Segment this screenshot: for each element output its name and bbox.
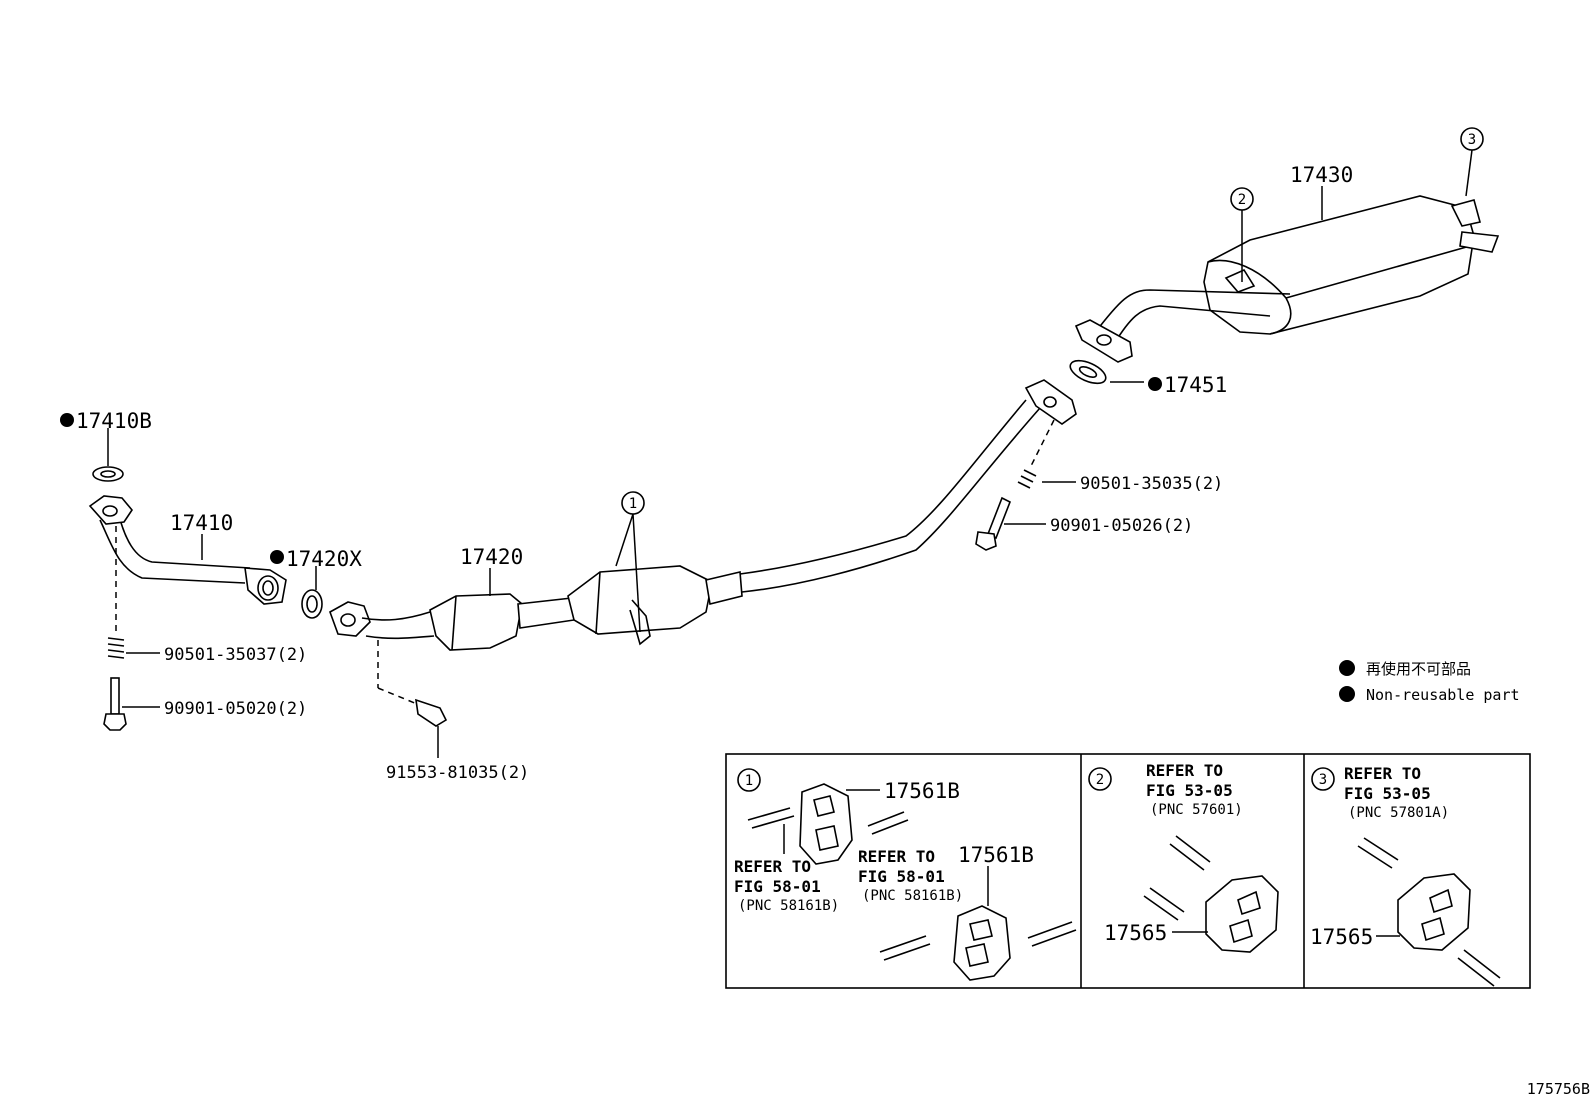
detail-2-ref-line2: FIG 53-05 — [1146, 781, 1233, 800]
bolt-90901-05020[interactable] — [103, 677, 127, 731]
detail-1-ref-a-line2: FIG 58-01 — [734, 877, 821, 896]
hanger-rubber-17561B-upper[interactable] — [799, 783, 853, 865]
detail-1-ref-a-line1: REFER TO — [734, 857, 811, 876]
label-17451[interactable]: 17451 — [1164, 373, 1227, 397]
callout-1[interactable]: 1 — [621, 491, 645, 515]
hanger-rod — [1027, 921, 1077, 947]
gasket-17410B[interactable] — [92, 466, 124, 482]
nonreusable-dot-17451 — [1148, 377, 1162, 391]
label-17420[interactable]: 17420 — [460, 545, 523, 569]
label-90501-35035[interactable]: 90501-35035(2) — [1080, 474, 1223, 494]
svg-text:3: 3 — [1468, 132, 1476, 148]
detail-1-label-a[interactable]: 17561B — [884, 779, 960, 803]
detail-2-ref-line1: REFER TO — [1146, 761, 1223, 780]
detail-3-ref-pnc: (PNC 57801A) — [1348, 805, 1449, 821]
figure-id: 175756B — [1527, 1080, 1590, 1098]
legend: 再使用不可部品 Non-reusable part — [1339, 660, 1520, 704]
label-17410[interactable]: 17410 — [170, 511, 233, 535]
detail-1-ref-b-line2: FIG 58-01 — [858, 867, 945, 886]
detail-2-label[interactable]: 17565 — [1104, 921, 1167, 945]
label-91553-81035[interactable]: 91553-81035(2) — [386, 763, 529, 783]
label-90901-05020[interactable]: 90901-05020(2) — [164, 699, 307, 719]
detail-panels — [725, 753, 1531, 989]
bolt-90901-05026[interactable] — [975, 496, 1012, 551]
legend-dot-2 — [1339, 686, 1355, 702]
label-17420X[interactable]: 17420X — [286, 547, 362, 571]
spring-90501-35035[interactable] — [1017, 469, 1037, 489]
label-17430[interactable]: 17430 — [1290, 163, 1353, 187]
hanger-rubber-17565-detail-2[interactable] — [1205, 875, 1279, 953]
hanger-rod — [1143, 887, 1185, 921]
spring-90501-35037[interactable] — [107, 637, 125, 659]
detail-3-number: 3 — [1311, 767, 1335, 791]
label-90901-05026[interactable]: 90901-05026(2) — [1050, 516, 1193, 536]
hanger-rod — [879, 935, 931, 961]
hanger-rod — [1457, 949, 1501, 987]
bolt-91553-81035[interactable] — [415, 698, 448, 727]
detail-1-label-b[interactable]: 17561B — [958, 843, 1034, 867]
legend-english: Non-reusable part — [1366, 686, 1520, 704]
hanger-rod — [747, 807, 795, 829]
detail-3-ref-line2: FIG 53-05 — [1344, 784, 1431, 803]
gasket-17420X[interactable] — [301, 589, 323, 619]
detail-1-ref-b-pnc: (PNC 58161B) — [862, 888, 963, 904]
detail-1-ref-a-pnc: (PNC 58161B) — [738, 898, 839, 914]
svg-text:1: 1 — [745, 773, 753, 789]
catalytic-converter-17420[interactable] — [329, 379, 1077, 651]
hanger-rubber-17561B-lower[interactable] — [953, 905, 1011, 981]
detail-3: 3 REFER TO FIG 53-05 (PNC 57801A) 17565 — [1310, 764, 1501, 987]
svg-text:1: 1 — [629, 496, 637, 512]
svg-text:3: 3 — [1319, 772, 1327, 788]
svg-text:2: 2 — [1238, 192, 1246, 208]
hanger-rod — [1169, 835, 1211, 871]
front-pipe-17410[interactable] — [88, 495, 287, 605]
detail-1: 1 17561B 17561B REFER TO FIG 58-01 (PNC … — [734, 768, 1077, 981]
hanger-rubber-17565-detail-3[interactable] — [1397, 873, 1471, 951]
callout-3[interactable]: 3 — [1460, 127, 1484, 151]
svg-text:2: 2 — [1096, 772, 1104, 788]
detail-3-ref-line1: REFER TO — [1344, 764, 1421, 783]
detail-1-number: 1 — [737, 768, 761, 792]
detail-2-ref-pnc: (PNC 57601) — [1150, 802, 1243, 818]
nonreusable-dot-17420X — [270, 550, 284, 564]
nonreusable-dot-17410B — [60, 413, 74, 427]
hanger-rod — [867, 811, 909, 835]
legend-dot-1 — [1339, 660, 1355, 676]
label-90501-35037[interactable]: 90501-35037(2) — [164, 645, 307, 665]
detail-1-ref-b-line1: REFER TO — [858, 847, 935, 866]
muffler-17430[interactable] — [1074, 195, 1500, 363]
label-17410B[interactable]: 17410B — [76, 409, 152, 433]
detail-2-number: 2 — [1088, 767, 1112, 791]
callout-2[interactable]: 2 — [1230, 187, 1254, 211]
legend-japanese: 再使用不可部品 — [1366, 660, 1471, 678]
gasket-17451[interactable] — [1067, 356, 1109, 388]
detail-3-label[interactable]: 17565 — [1310, 925, 1373, 949]
hanger-rod — [1357, 837, 1399, 869]
detail-2: 2 REFER TO FIG 53-05 (PNC 57601) 17565 — [1088, 761, 1279, 953]
